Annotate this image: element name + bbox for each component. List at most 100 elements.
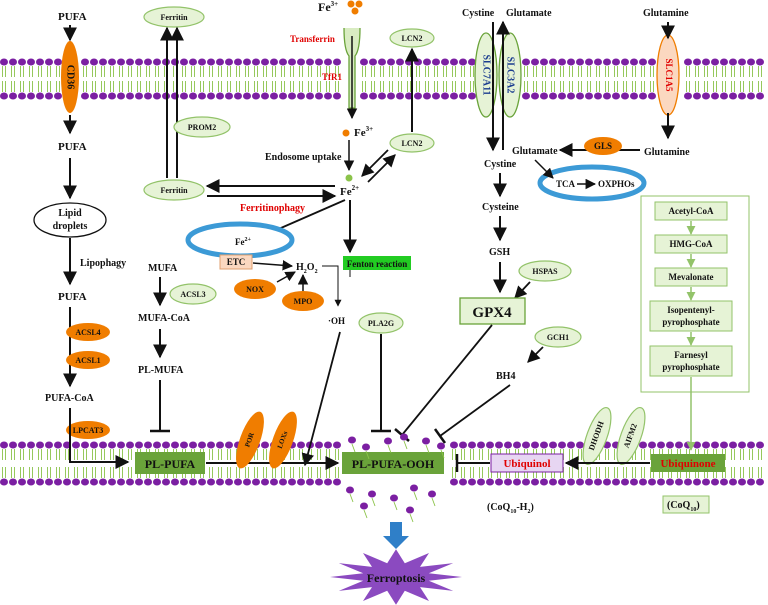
lipid-head	[504, 478, 512, 486]
hmg-coa-box	[654, 234, 728, 254]
ferritin-top-label: Ferritin	[160, 13, 188, 22]
lipid-head	[378, 58, 386, 66]
lipid-head	[612, 92, 620, 100]
scattered-lipid-tail	[349, 493, 354, 503]
lipid-head	[324, 58, 332, 66]
lipid-head	[549, 92, 557, 100]
lipid-head	[162, 478, 170, 486]
lipid-head	[198, 58, 206, 66]
lipid-head	[585, 92, 593, 100]
lipid-head	[468, 478, 476, 486]
lipid-head	[216, 441, 224, 449]
lipid-head	[117, 441, 125, 449]
lipid-head	[108, 92, 116, 100]
lipid-head	[639, 478, 647, 486]
lipid-head	[153, 441, 161, 449]
lipid-head	[189, 92, 197, 100]
fe3-internal-particle	[342, 129, 350, 137]
lipid-head	[90, 478, 98, 486]
endosome-uptake-label: Endosome uptake	[265, 152, 342, 163]
lipid-head	[576, 58, 584, 66]
lipid-head	[747, 441, 755, 449]
lipid-head	[90, 92, 98, 100]
lipid-head	[396, 58, 404, 66]
lipid-head	[675, 441, 683, 449]
lipid-head	[27, 92, 35, 100]
lipid-head	[477, 478, 485, 486]
lipid-head	[747, 58, 755, 66]
lipid-head	[504, 441, 512, 449]
acsl4-label: ACSL4	[75, 328, 100, 337]
lipid-head	[639, 92, 647, 100]
pl-pufa-ooh-label: PL-PUFA-OOH	[352, 457, 435, 471]
hmg-coa-label: HMG-CoA	[670, 239, 713, 249]
lipid-head	[747, 478, 755, 486]
arrow-etc-h2o2	[252, 260, 294, 271]
lipid-head	[540, 92, 548, 100]
pl-pufa-box	[135, 452, 205, 474]
lipid-head	[36, 58, 44, 66]
prom2-label: PROM2	[188, 123, 216, 132]
lipid-head	[171, 478, 179, 486]
lipid-head	[639, 441, 647, 449]
nox-label: NOX	[246, 285, 264, 294]
scattered-lipid-head	[360, 502, 368, 510]
lipid-head	[558, 441, 566, 449]
lipid-head	[684, 478, 692, 486]
lipid-head	[117, 58, 125, 66]
lipid-head	[18, 441, 26, 449]
nox-enzyme	[234, 279, 276, 299]
lipid-head	[279, 58, 287, 66]
lipid-head	[297, 92, 305, 100]
lipid-head	[450, 58, 458, 66]
lipid-head	[387, 92, 395, 100]
lipid-head	[657, 478, 665, 486]
fe3-particle	[347, 0, 355, 8]
lipid-head	[729, 441, 737, 449]
lipid-head	[297, 478, 305, 486]
pla2g-label: PLA2G	[368, 319, 394, 328]
lipid-head	[468, 92, 476, 100]
lipid-head	[756, 92, 764, 100]
pl-pufa-ooh-box	[342, 452, 444, 474]
lipid-head	[162, 441, 170, 449]
slc3a2-transporter	[498, 32, 522, 118]
lipid-head	[648, 92, 656, 100]
lipid-head	[558, 478, 566, 486]
gls-enzyme	[584, 137, 622, 155]
lipid-head	[270, 58, 278, 66]
lipid-head	[522, 58, 530, 66]
gls-label: GLS	[594, 141, 612, 151]
scattered-lipid-head	[410, 484, 418, 492]
lipid-head	[423, 58, 431, 66]
slc3a2-label: SLC3A2	[505, 57, 516, 94]
lipid-head	[540, 58, 548, 66]
lipid-head	[99, 58, 107, 66]
ferritin-mid-node	[143, 179, 205, 201]
lipid-head	[477, 441, 485, 449]
lipid-head	[576, 441, 584, 449]
down-arrow-ferroptosis	[383, 522, 409, 549]
scattered-lipid-tail	[413, 491, 418, 501]
lipid-head	[324, 441, 332, 449]
lipid-head	[531, 92, 539, 100]
arrow-gch1-bh4	[527, 346, 544, 363]
lipid-head	[243, 92, 251, 100]
lipid-head	[531, 441, 539, 449]
lipid-head	[54, 441, 62, 449]
lipid-head	[432, 58, 440, 66]
lipid-head	[720, 441, 728, 449]
acsl3-label: ACSL3	[180, 290, 205, 299]
lipid-head	[126, 58, 134, 66]
pla2g-node	[358, 312, 404, 334]
cysteine-label: Cysteine	[482, 202, 519, 213]
lipid-head	[243, 478, 251, 486]
lipid-head	[270, 478, 278, 486]
scattered-lipid-tail	[431, 497, 436, 507]
oh-radical-label: ·OH	[328, 316, 345, 326]
lipid-head	[558, 58, 566, 66]
lipid-head	[135, 441, 143, 449]
mpo-label: MPO	[294, 297, 313, 306]
cystine-mid-label: Cystine	[484, 159, 517, 170]
